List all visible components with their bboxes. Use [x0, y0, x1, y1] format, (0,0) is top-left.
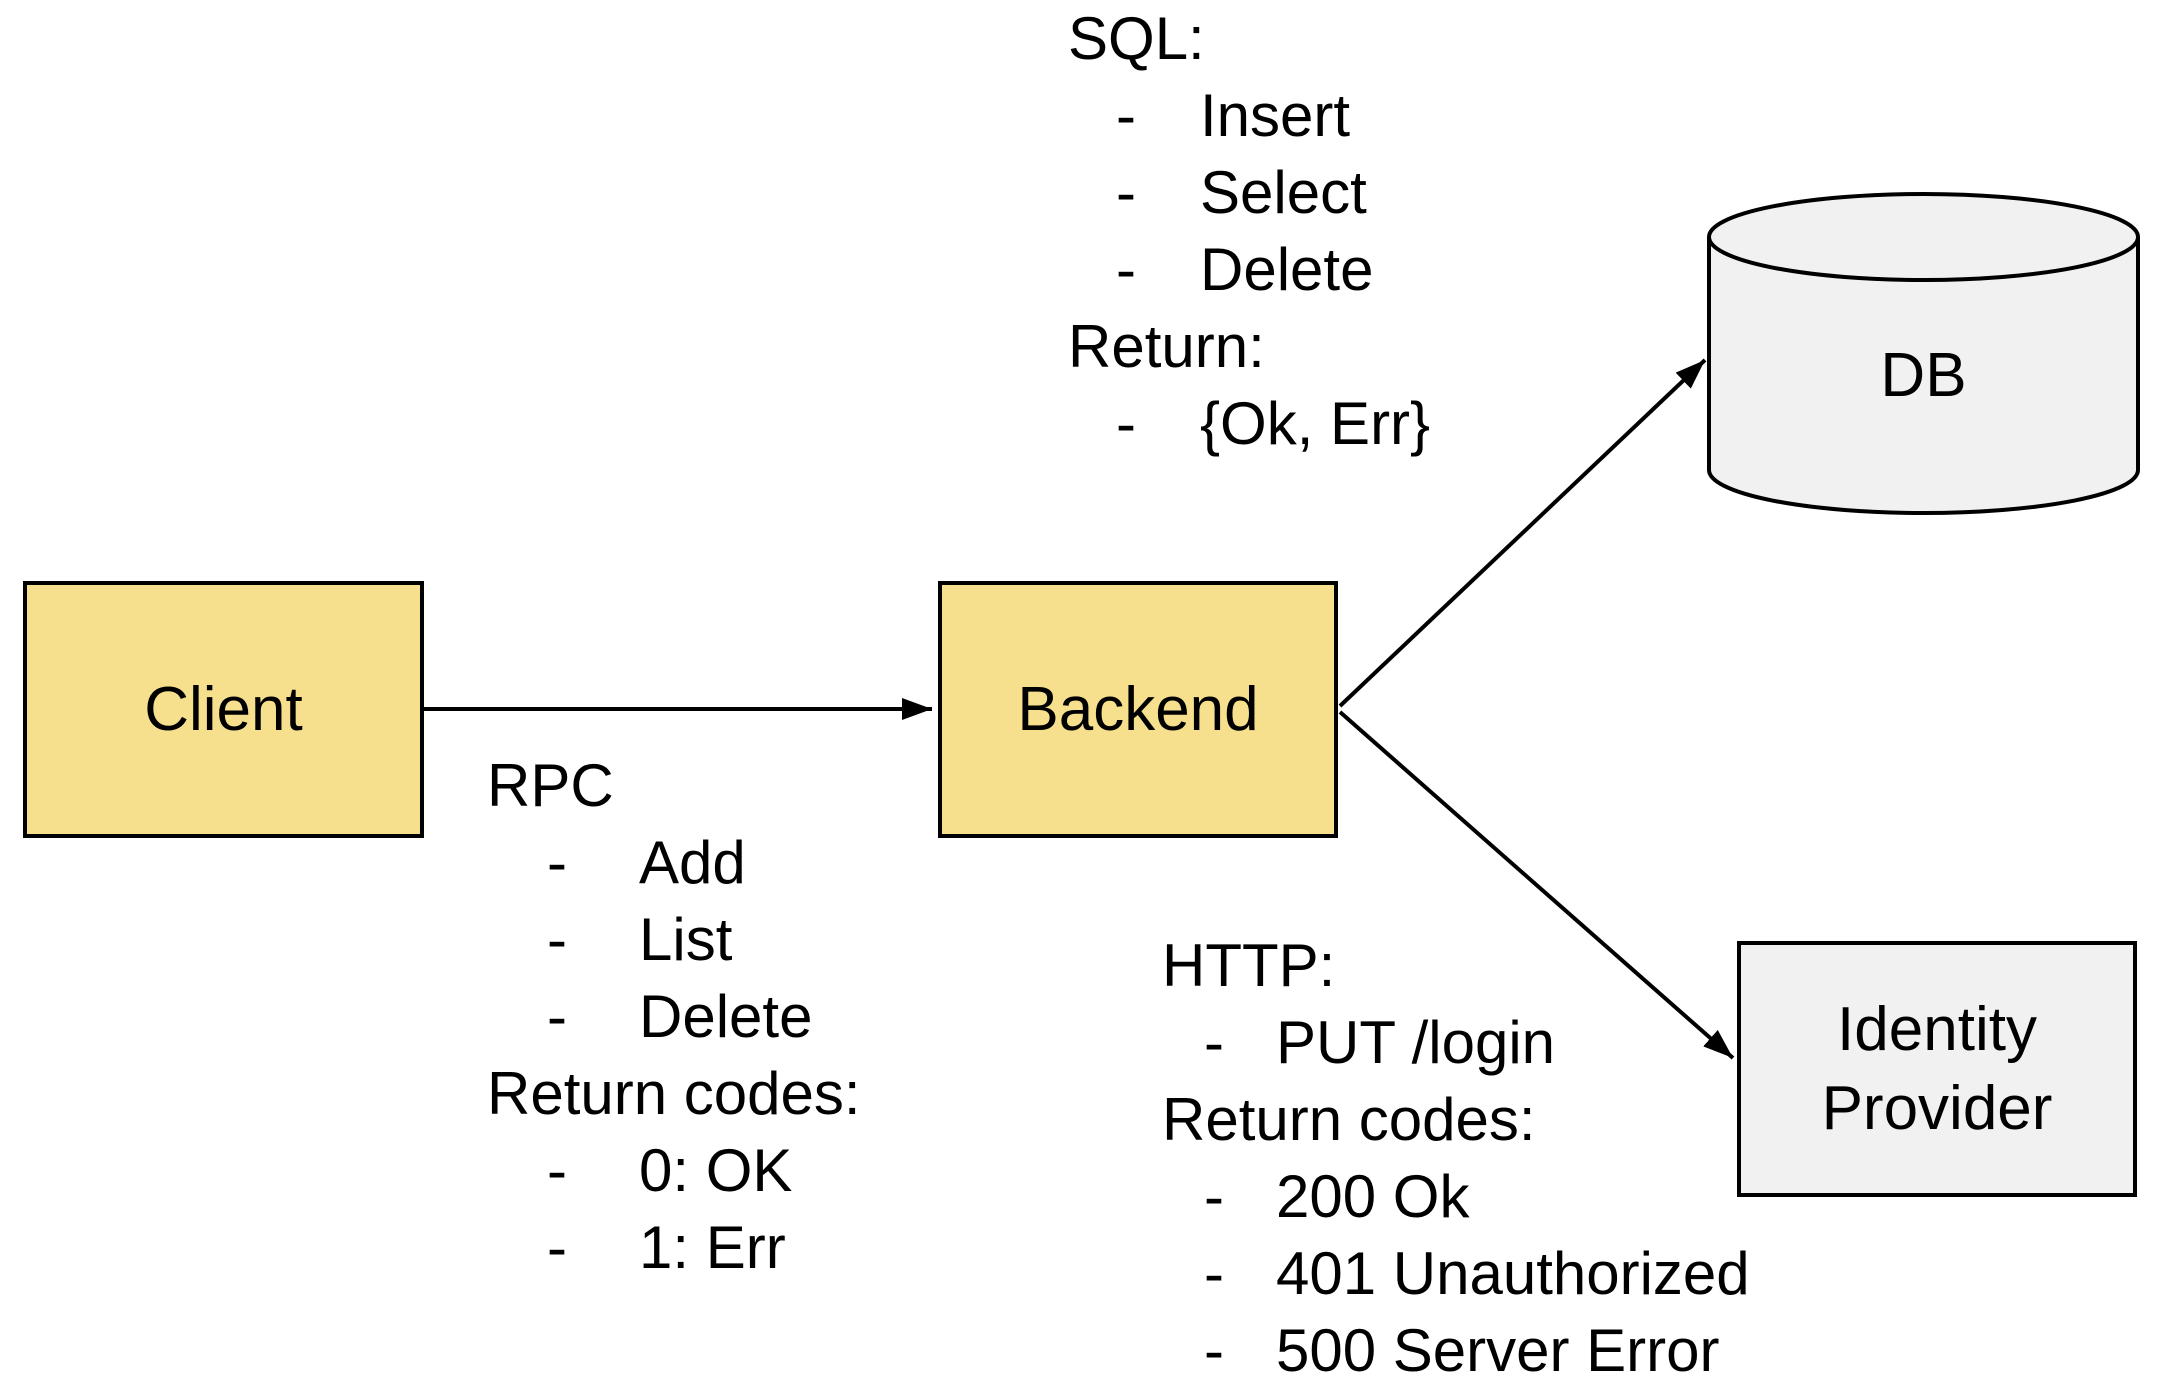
sql-annotation-return-title: Return:	[1068, 313, 1265, 380]
bullet-dash: -	[547, 983, 567, 1050]
sql-annotation-item: - Delete	[1068, 231, 1430, 308]
backend-node: Backend	[938, 581, 1338, 838]
http-annotation-return-item: - 200 Ok	[1162, 1158, 1750, 1235]
bullet-dash: -	[1116, 390, 1136, 457]
http-annotation: HTTP: - PUT /login Return codes: - 200 O…	[1162, 927, 1750, 1389]
sql-annotation-item: - Insert	[1068, 77, 1430, 154]
edge-backend-db	[1338, 358, 1707, 708]
bullet-dash: -	[1116, 82, 1136, 149]
bullet-dash: -	[1204, 1009, 1224, 1076]
rpc-annotation-return-title: Return codes:	[487, 1060, 861, 1127]
rpc-annotation-item: - Add	[487, 824, 861, 901]
bullet-dash: -	[1204, 1163, 1224, 1230]
bullet-dash: -	[1116, 159, 1136, 226]
client-node: Client	[23, 581, 424, 838]
bullet-dash: -	[1204, 1240, 1224, 1307]
bullet-dash: -	[547, 906, 567, 973]
db-cylinder-body	[1707, 237, 2140, 515]
http-annotation-return-item: - 401 Unauthorized	[1162, 1235, 1750, 1312]
bullet-dash: -	[547, 1214, 567, 1281]
rpc-annotation-title: RPC	[487, 752, 614, 819]
identity-provider-node: Identity Provider	[1737, 941, 2137, 1197]
sql-annotation-title: SQL:	[1068, 5, 1205, 72]
db-cylinder-top	[1707, 192, 2140, 282]
http-annotation-return-title: Return codes:	[1162, 1086, 1536, 1153]
http-annotation-item: - PUT /login	[1162, 1004, 1750, 1081]
rpc-annotation-return-item: - 1: Err	[487, 1209, 861, 1286]
rpc-annotation: RPC - Add - List - Delete Return codes: …	[487, 747, 861, 1286]
client-node-label: Client	[144, 675, 303, 744]
rpc-annotation-item: - Delete	[487, 978, 861, 1055]
rpc-annotation-return-item: - 0: OK	[487, 1132, 861, 1209]
sql-annotation: SQL: - Insert - Select - Delete Return: …	[1068, 0, 1430, 462]
bullet-dash: -	[547, 829, 567, 896]
bullet-dash: -	[1204, 1317, 1224, 1384]
http-annotation-title: HTTP:	[1162, 932, 1336, 999]
bullet-dash: -	[1116, 236, 1136, 303]
bullet-dash: -	[547, 1137, 567, 1204]
sql-annotation-item: - Select	[1068, 154, 1430, 231]
backend-node-label: Backend	[1017, 675, 1259, 744]
sql-annotation-return-item: - {Ok, Err}	[1068, 385, 1430, 462]
http-annotation-return-item: - 500 Server Error	[1162, 1312, 1750, 1389]
rpc-annotation-item: - List	[487, 901, 861, 978]
db-node-label: DB	[1880, 340, 1967, 410]
identity-provider-node-label: Identity Provider	[1821, 995, 2053, 1143]
edge-backend-idp	[1338, 710, 1735, 1060]
